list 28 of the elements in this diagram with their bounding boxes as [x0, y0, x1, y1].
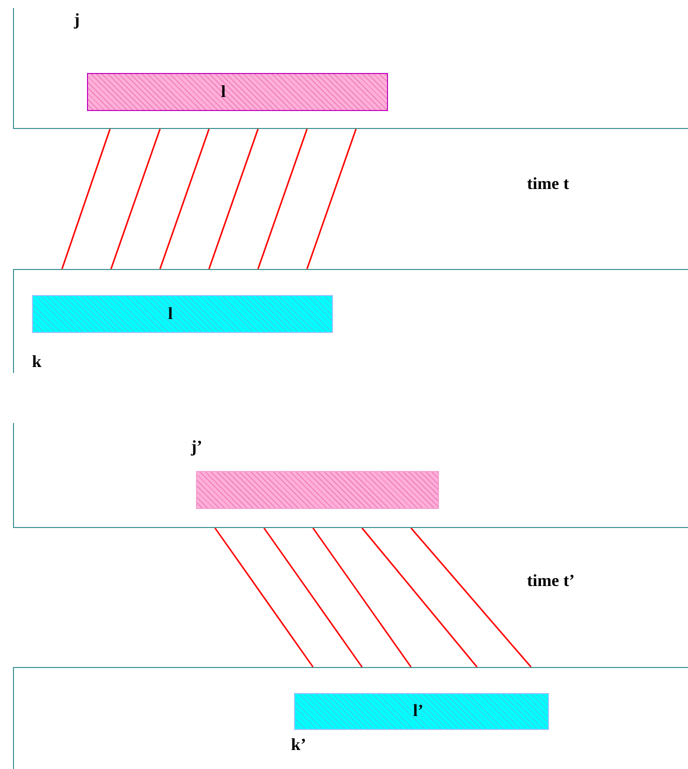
panel-label: j: [74, 10, 80, 30]
bar-label: l: [221, 82, 226, 102]
connector-line: [110, 128, 161, 270]
connector-line: [257, 128, 308, 270]
panel-label: j’: [191, 437, 202, 457]
time-label: time t: [527, 174, 570, 194]
panel-frame: [13, 269, 688, 373]
connector-line: [263, 528, 363, 668]
panel-frame: [13, 667, 688, 769]
hatched-bar: [294, 693, 549, 730]
connector-line: [159, 128, 210, 270]
panel-label: k’: [291, 735, 306, 755]
bar-label: l: [168, 304, 173, 324]
connector-line: [410, 528, 532, 668]
time-label: time t’: [527, 571, 575, 591]
connector-line: [208, 128, 259, 270]
hatched-bar: [196, 471, 439, 509]
hatched-bar: [32, 295, 333, 333]
panel-frame: [13, 8, 688, 129]
connector-line: [306, 128, 357, 270]
hatched-bar: [87, 73, 388, 111]
panel-frame: [13, 423, 688, 528]
bar-label: l’: [413, 701, 424, 721]
connector-line: [361, 528, 478, 668]
connector-line: [312, 528, 412, 668]
connector-line: [61, 128, 111, 270]
connector-line: [214, 528, 314, 668]
panel-label: k: [32, 352, 42, 372]
